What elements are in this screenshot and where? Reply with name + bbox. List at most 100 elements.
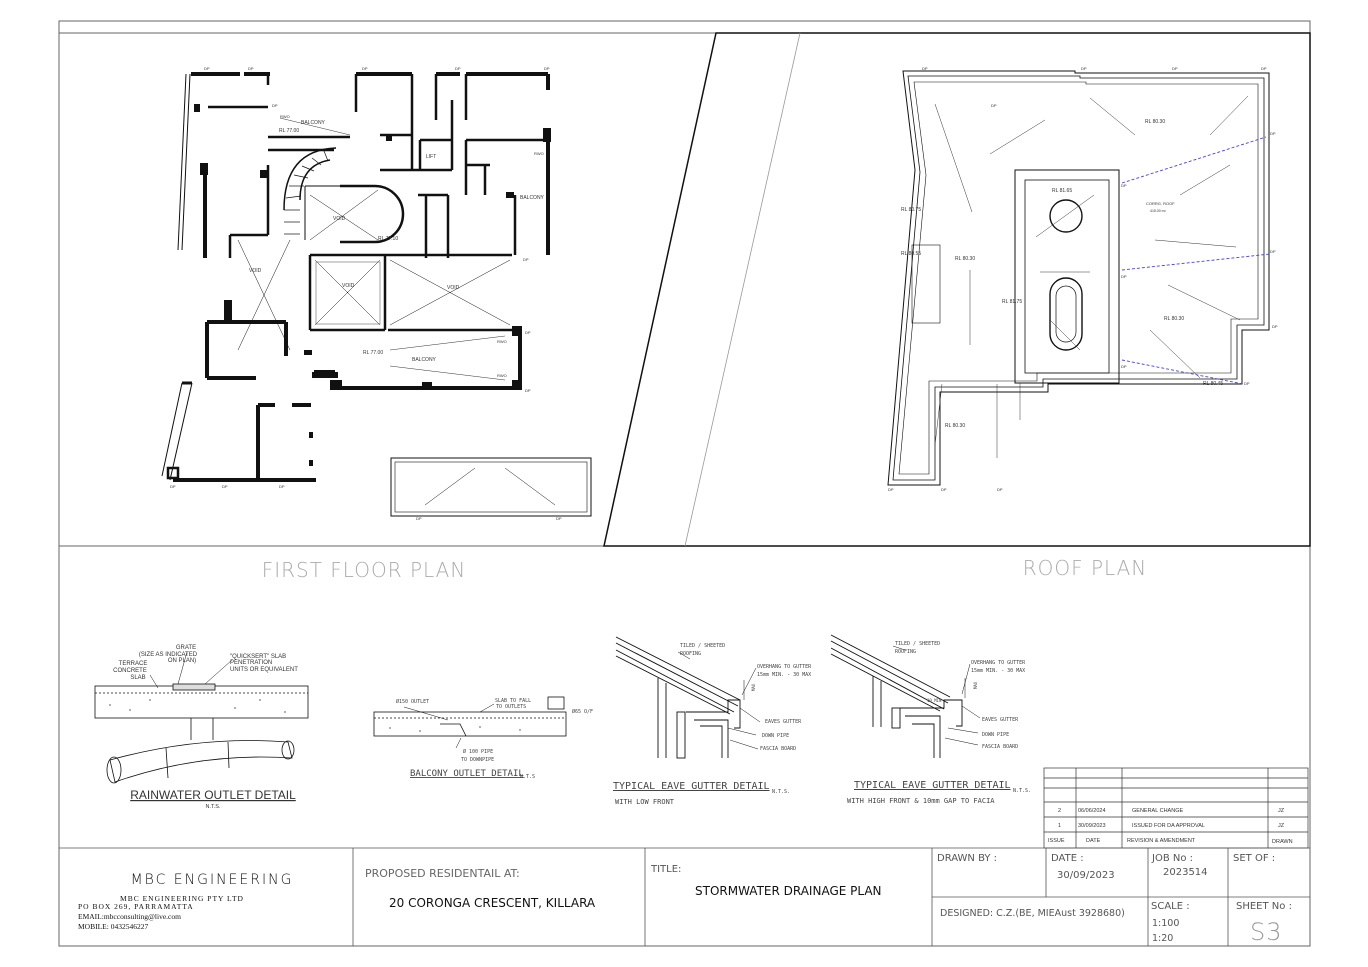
job-label: JOB No : <box>1151 853 1193 864</box>
rwo-label: RWO <box>497 339 507 344</box>
dp-label: DP <box>1270 131 1276 136</box>
roof-plan <box>887 70 1271 486</box>
company-mobile: MOBILE: 0432546227 <box>78 922 148 931</box>
dp-label: DP <box>941 487 947 492</box>
dp-label: DP <box>362 66 368 71</box>
first-floor-plan <box>161 72 592 517</box>
dp-label: DP <box>170 484 176 489</box>
void-label: VOID <box>447 285 460 291</box>
boundary-line <box>684 32 801 547</box>
sheet-label: SHEET No : <box>1236 901 1292 912</box>
scale-label: SCALE : <box>1151 901 1190 912</box>
dp-label: DP <box>1272 324 1278 329</box>
eave-detail-subtitle: WITH LOW FRONT <box>615 798 675 806</box>
balcony-label: BALCONY <box>520 195 545 201</box>
revision-table: ISSUE DATE REVISION & AMENDMENT DRAWN 2 … <box>1043 767 1309 849</box>
revision-cell: JZ <box>1278 823 1285 829</box>
nts-label: N.T.S <box>520 774 535 780</box>
dp-label: DP <box>922 66 928 71</box>
scale-value: 1:20 <box>1152 933 1173 944</box>
slab-fall-label: SLAB TO FALL <box>495 698 531 704</box>
company-name: MBC ENGINEERING <box>131 872 294 888</box>
date-value: 30/09/2023 <box>1057 870 1115 881</box>
revision-cell: GENERAL CHANGE <box>1132 808 1183 814</box>
eave-detail-title: TYPICAL EAVE GUTTER DETAIL <box>854 780 1011 791</box>
rl-label: RL 77.00 <box>363 350 383 356</box>
dp-label: DP <box>888 487 894 492</box>
pipe-label: TO DOWNPIPE <box>461 757 494 763</box>
rl-label: RL 80.45 <box>1203 381 1223 387</box>
eave-detail-title: TYPICAL EAVE GUTTER DETAIL <box>613 781 770 792</box>
nts-label: N.T.S. <box>206 804 221 810</box>
rl-label: RL 81.65 <box>1052 188 1072 194</box>
dp-label: DP <box>248 66 254 71</box>
nts-label: N.T.S. <box>772 789 790 795</box>
rwo-label: RWO <box>280 114 290 119</box>
down-pipe-label: DOWN PIPE <box>982 732 1009 738</box>
set-label: SET OF : <box>1233 853 1275 864</box>
roof-viewport <box>603 32 1311 547</box>
nts-label: N.T.S. <box>1013 788 1031 794</box>
overhang-label: OVERHANG TO GUTTER <box>971 660 1026 666</box>
roof-plan-title: ROOF PLAN <box>1023 556 1148 580</box>
project-address: 20 CORONGA CRESCENT, KILLARA <box>389 896 596 910</box>
dp-label: DP <box>1121 183 1127 188</box>
revision-cell: 2 <box>1058 808 1061 814</box>
terrace-label: TERRACE <box>119 661 148 667</box>
dp-label: DP <box>279 484 285 489</box>
max-label: MAX <box>973 681 978 689</box>
dp-label: DP <box>1172 66 1178 71</box>
fascia-label: FASCIA BOARD <box>760 746 796 752</box>
rainwater-detail-title: RAINWATER OUTLET DETAIL <box>130 788 296 802</box>
revision-cell: 06/06/2024 <box>1078 808 1106 814</box>
dp-label: DP <box>525 330 531 335</box>
eave-gutter-detail-high-front: TILED / SHEETED ROOFING OVERHANG TO GUTT… <box>830 634 1031 805</box>
grate-sub-label: (SIZE AS INDICATED <box>139 652 198 658</box>
job-number: 2023514 <box>1163 867 1208 878</box>
fascia-label: FASCIA BOARD <box>982 744 1018 750</box>
void-label: VOID <box>333 216 346 222</box>
dp-label: DP <box>1121 274 1127 279</box>
slab-fall-label: TO OUTLETS <box>496 704 526 710</box>
quicksert-label: UNITS OR EQUIVALENT <box>230 667 298 673</box>
roofing-label: TILED / SHEETED <box>895 641 940 647</box>
grate-label: GRATE <box>176 645 196 651</box>
dp-label: DP <box>1270 249 1276 254</box>
balcony-label: BALCONY <box>412 357 437 363</box>
first-floor-labels: BALCONY BALCONY BALCONY LIFT VOID VOID V… <box>170 66 562 521</box>
title-block: MBC ENGINEERING MBC ENGINEERING PTY LTD … <box>59 847 1310 946</box>
dp-label: DP <box>556 516 562 521</box>
revision-cell: 30/09/2023 <box>1078 823 1106 829</box>
eave-gutter-detail-low-front: TILED / SHEETED ROOFING OVERHANG TO GUTT… <box>613 636 812 806</box>
dp-label: DP <box>204 66 210 71</box>
rl-label: RL 80.55 <box>901 251 921 257</box>
eave-detail-subtitle: WITH HIGH FRONT & 10mm GAP TO FACIA <box>847 797 995 805</box>
max-label: MAX <box>751 683 756 691</box>
scale-value: 1:100 <box>1152 918 1179 929</box>
down-pipe-label: DOWN PIPE <box>762 733 789 739</box>
rainwater-outlet-detail: GRATE (SIZE AS INDICATED ON PLAN) "QUICK… <box>94 645 309 810</box>
revision-header-drawn: DRAWN <box>1272 839 1293 845</box>
rl-label: RL 77.00 <box>279 128 299 134</box>
revision-header-date: DATE <box>1086 838 1101 844</box>
sheet-number: S3 <box>1250 918 1283 946</box>
roof-type-label: CORRG. ROOF <box>1146 201 1175 206</box>
company-po-box: PO BOX 269, PARRAMATTA <box>78 902 194 911</box>
revision-cell: JZ <box>1278 808 1285 814</box>
rl-label: RL 80.30 <box>945 423 965 429</box>
outlet-label: Ø150 OUTLET <box>396 698 429 705</box>
roof-labels: RL 80.30 RL 81.65 RL 80.75 RL 80.55 RL 8… <box>888 66 1278 492</box>
revision-cell: ISSUED FOR DA APPROVAL <box>1132 823 1205 829</box>
roofing-label: ROOFING <box>895 649 916 655</box>
rwo-label: RWO <box>534 151 544 156</box>
overflow-label: Ø65 O/F <box>572 708 593 715</box>
first-floor-plan-title: FIRST FLOOR PLAN <box>262 558 467 582</box>
drawn-by-label: DRAWN BY : <box>937 853 997 864</box>
revision-header-amendment: REVISION & AMENDMENT <box>1127 838 1196 844</box>
date-label: DATE : <box>1051 853 1084 864</box>
quicksert-label: PENETRATION <box>230 660 272 666</box>
rl-label: RL 80.30 <box>1145 119 1165 125</box>
void-label: VOID <box>342 283 355 289</box>
quicksert-label: "QUICKSERT" SLAB <box>230 654 286 660</box>
